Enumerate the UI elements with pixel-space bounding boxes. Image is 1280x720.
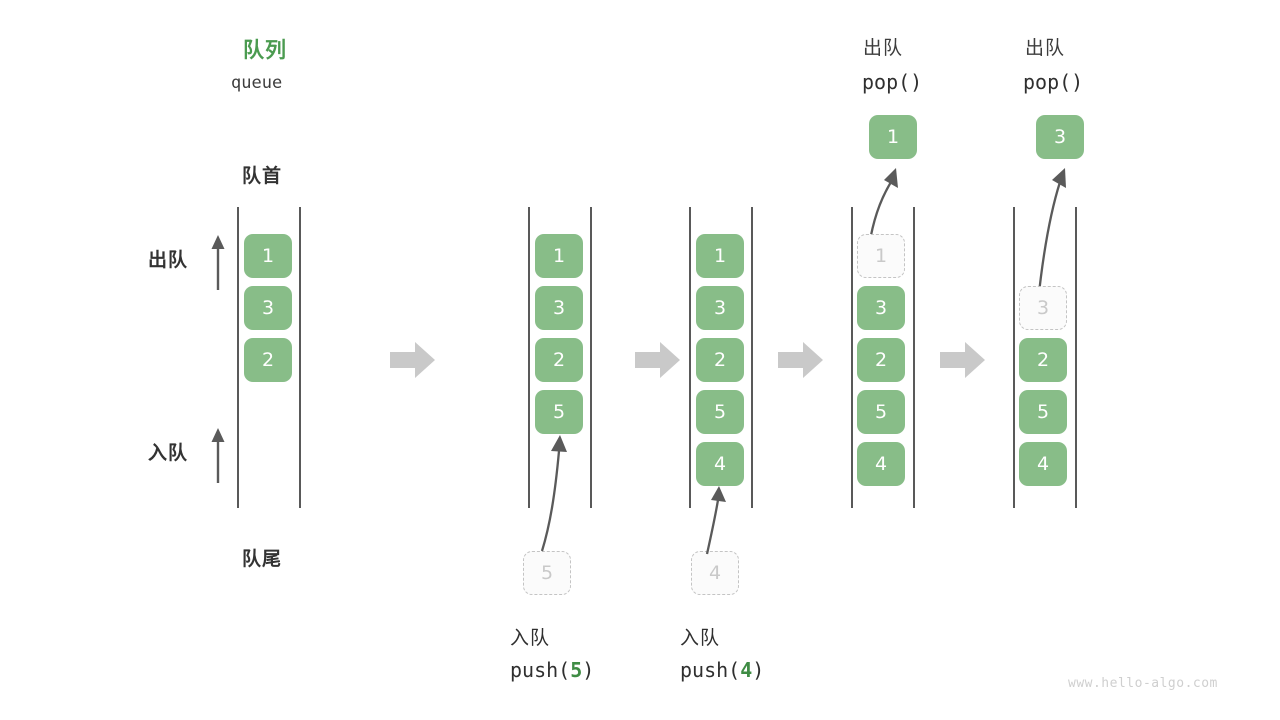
stage-caption-cn: 入队 <box>680 628 721 649</box>
code-arg: 5 <box>570 658 583 682</box>
queue-cell-removed: 3 <box>1019 286 1067 330</box>
queue-cell: 3 <box>535 286 583 330</box>
queue-cell: 5 <box>696 390 744 434</box>
queue-cell-removed: 1 <box>857 234 905 278</box>
queue-rail-left-push5 <box>528 207 530 508</box>
queue-cell: 2 <box>857 338 905 382</box>
stage-separator-arrow-icon <box>940 340 986 380</box>
enqueue-direction-arrow-icon <box>206 425 230 489</box>
queue-cell-new: 5 <box>535 390 583 434</box>
queue-rail-right-push5 <box>590 207 592 508</box>
queue-cell: 1 <box>244 234 292 278</box>
queue-cell: 1 <box>696 234 744 278</box>
code-prefix: push( <box>680 658 741 682</box>
queue-cell: 5 <box>857 390 905 434</box>
queue-cell: 2 <box>244 338 292 382</box>
push-motion-arrow-icon <box>520 425 590 559</box>
stage-separator-arrow-icon <box>778 340 824 380</box>
stage-caption-code: push(4) <box>680 658 764 682</box>
dequeue-label: 出队 <box>148 250 189 271</box>
queue-cell: 4 <box>857 442 905 486</box>
incoming-ghost-cell: 4 <box>691 551 739 595</box>
queue-rail-right-initial <box>299 207 301 508</box>
queue-cell: 4 <box>1019 442 1067 486</box>
stage-header-code: pop() <box>1023 70 1084 94</box>
queue-rail-right-pop3 <box>1075 207 1077 508</box>
queue-rail-left-initial <box>237 207 239 508</box>
stage-separator-arrow-icon <box>635 340 681 380</box>
queue-rail-left-pop1 <box>851 207 853 508</box>
push-motion-arrow-icon <box>690 478 750 562</box>
queue-cell: 1 <box>535 234 583 278</box>
code-suffix: ) <box>582 658 595 682</box>
code-arg: 4 <box>740 658 753 682</box>
queue-cell: 2 <box>696 338 744 382</box>
stage-caption-cn: 入队 <box>510 628 551 649</box>
rear-label: 队尾 <box>242 549 283 570</box>
code-suffix: ) <box>752 658 765 682</box>
queue-cell-new: 4 <box>696 442 744 486</box>
stage-separator-arrow-icon <box>390 340 436 380</box>
stage-header-cn: 出队 <box>863 38 904 59</box>
code-prefix: push( <box>510 658 571 682</box>
queue-rail-right-push4 <box>751 207 753 508</box>
queue-rail-right-pop1 <box>913 207 915 508</box>
front-label: 队首 <box>242 166 283 187</box>
queue-cell: 2 <box>1019 338 1067 382</box>
page-title-en: queue <box>231 73 283 93</box>
stage-header-cn: 出队 <box>1025 38 1066 59</box>
queue-cell: 5 <box>1019 390 1067 434</box>
page-title-cn: 队列 <box>243 39 287 62</box>
queue-cell: 3 <box>244 286 292 330</box>
queue-cell: 2 <box>535 338 583 382</box>
enqueue-label: 入队 <box>148 443 189 464</box>
queue-cell: 3 <box>857 286 905 330</box>
stage-header-code: pop() <box>862 70 923 94</box>
popped-cell: 3 <box>1036 115 1084 159</box>
queue-rail-left-push4 <box>689 207 691 508</box>
watermark: www.hello-algo.com <box>1068 676 1218 691</box>
queue-rail-left-pop3 <box>1013 207 1015 508</box>
popped-cell: 1 <box>869 115 917 159</box>
dequeue-direction-arrow-icon <box>206 232 230 296</box>
incoming-ghost-cell: 5 <box>523 551 571 595</box>
stage-caption-code: push(5) <box>510 658 594 682</box>
queue-cell: 3 <box>696 286 744 330</box>
